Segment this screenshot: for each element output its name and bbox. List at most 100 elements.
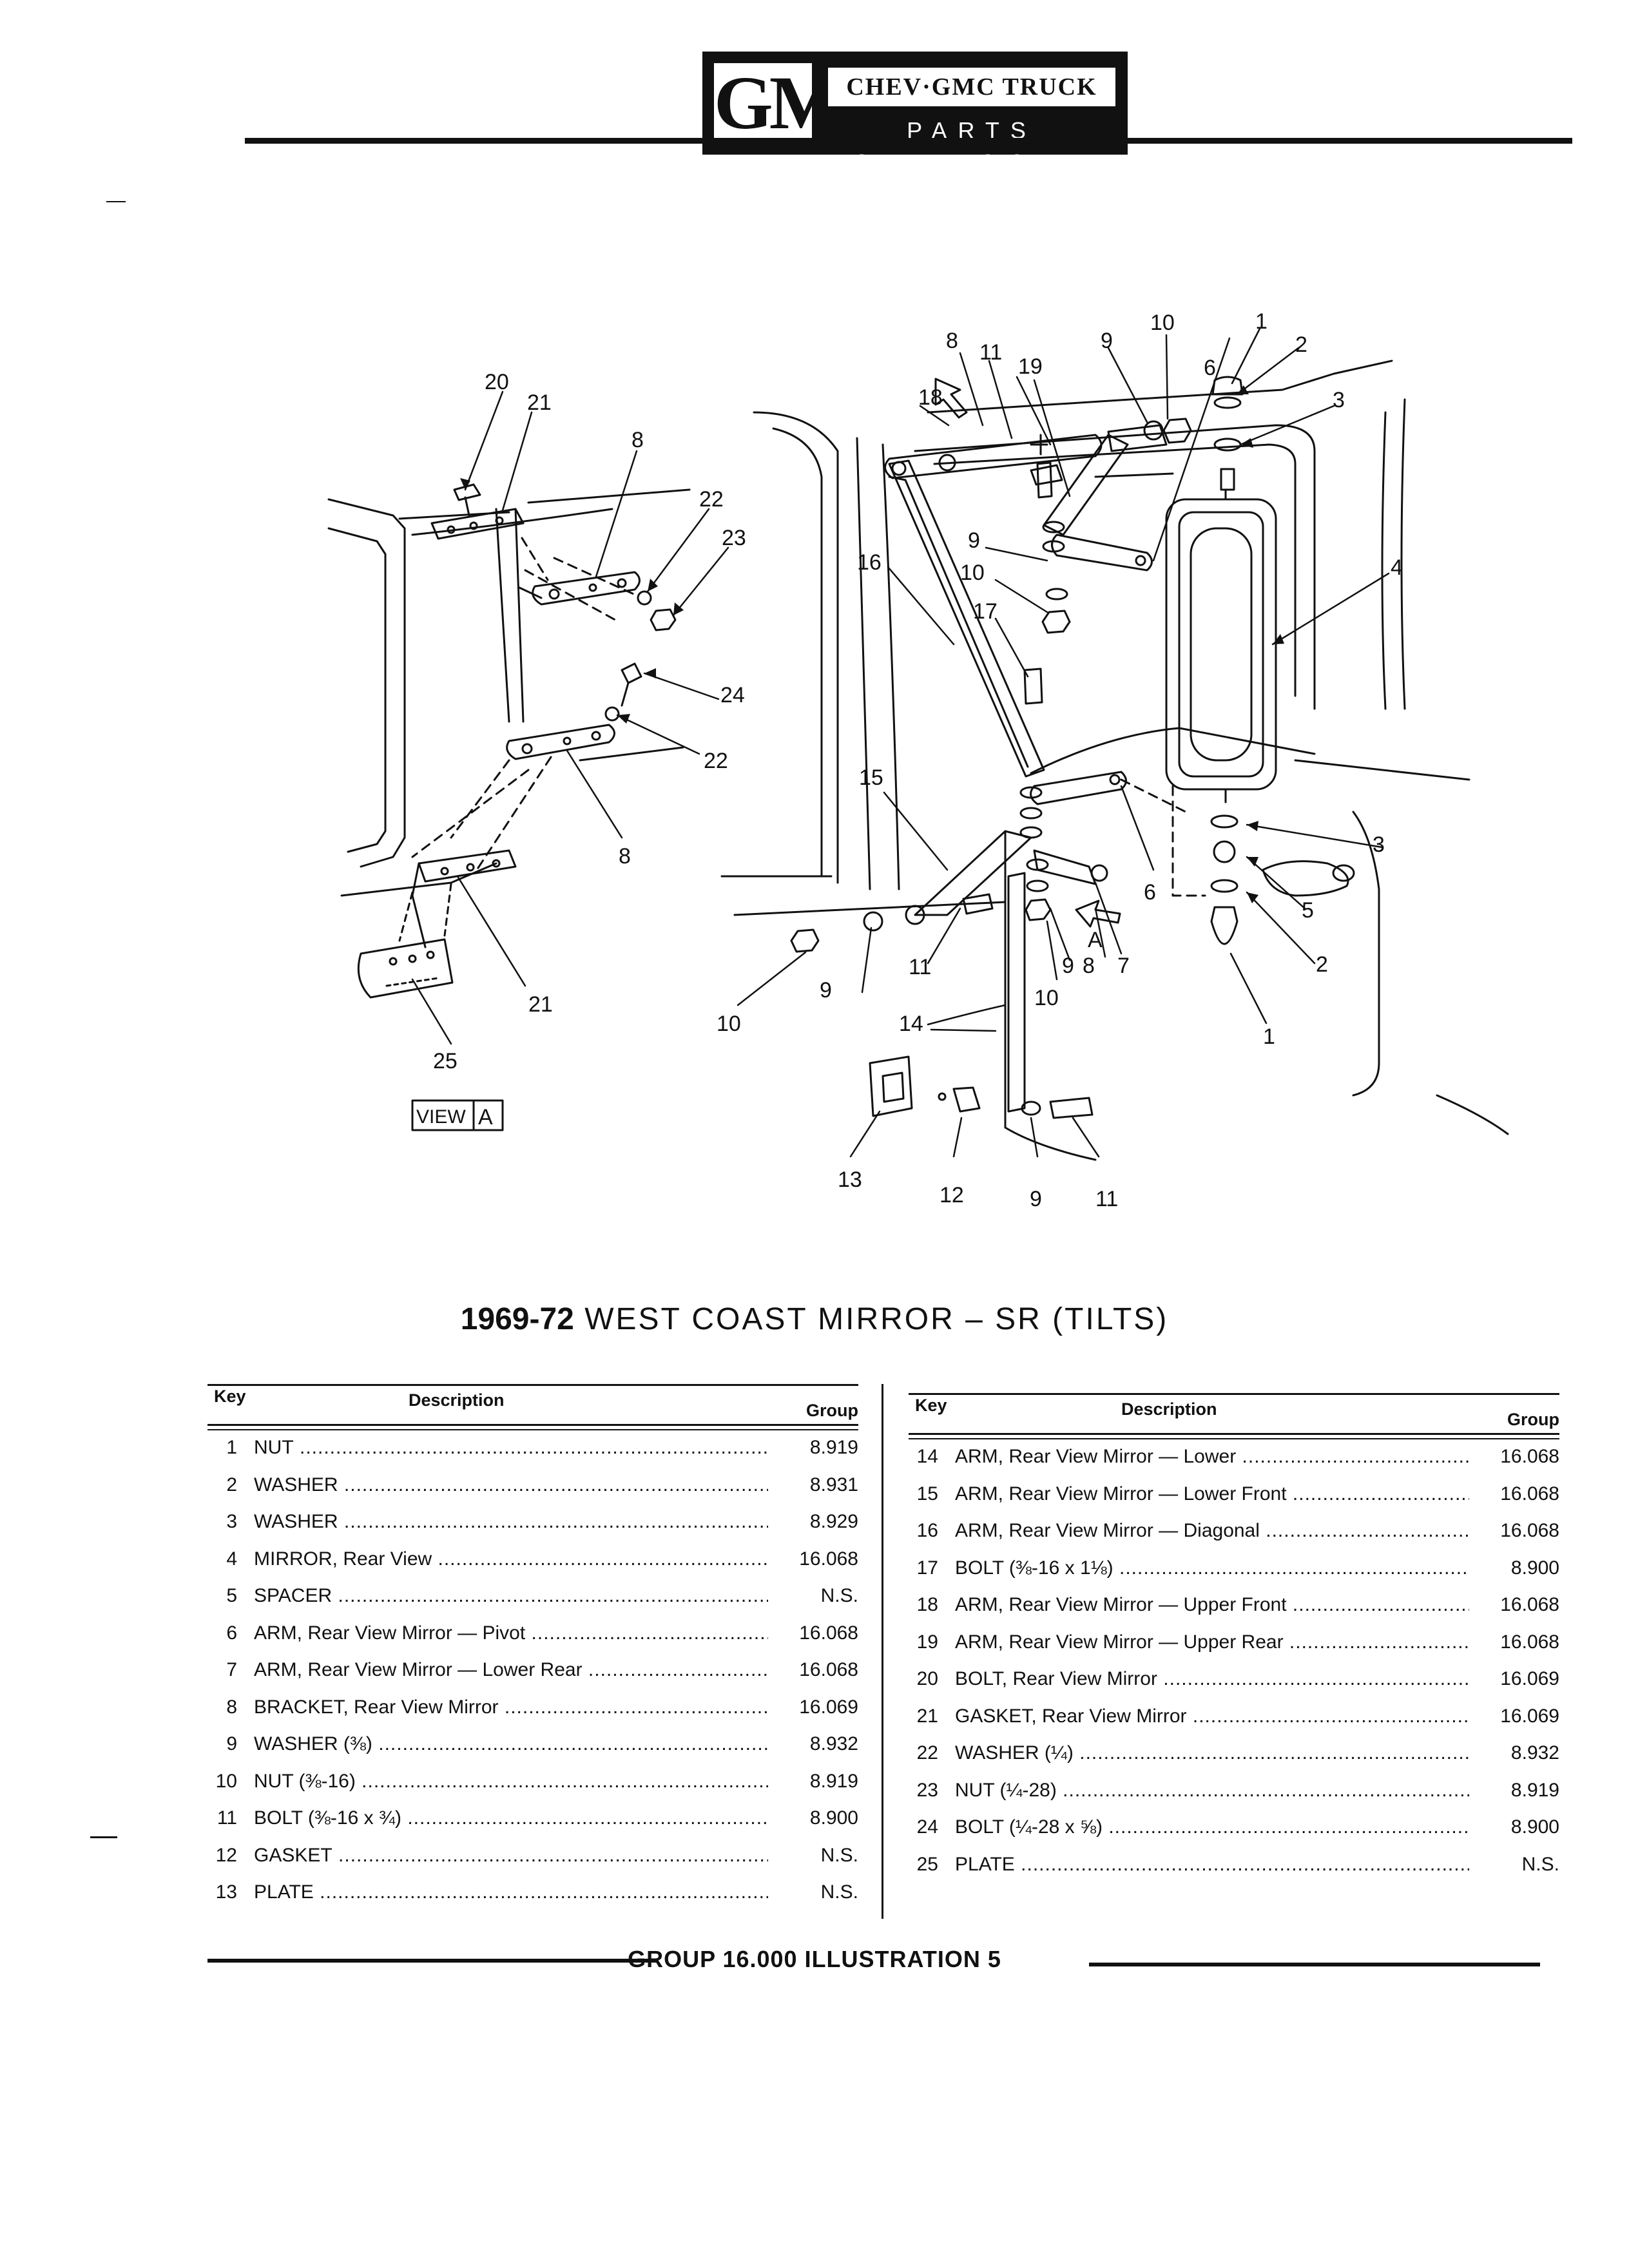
- footer-rule-right: [1089, 1963, 1540, 1966]
- svg-text:10: 10: [1150, 311, 1175, 335]
- svg-text:A: A: [1088, 928, 1103, 952]
- part-group-number: 8.919: [1482, 1779, 1559, 1802]
- part-description: ARM, Rear View Mirror — Lower Front: [955, 1483, 1469, 1505]
- part-description: BOLT, Rear View Mirror: [955, 1668, 1469, 1690]
- view-a-illustration: [327, 483, 691, 999]
- svg-text:11: 11: [1095, 1187, 1118, 1211]
- part-key: 1: [226, 1437, 237, 1458]
- svg-text:1: 1: [1255, 309, 1268, 334]
- part-key: 11: [217, 1807, 237, 1829]
- part-description: WASHER: [254, 1474, 768, 1496]
- part-group-number: 16.068: [1482, 1446, 1559, 1468]
- svg-text:6: 6: [1204, 356, 1216, 380]
- part-group-number: 8.931: [781, 1474, 858, 1496]
- svg-text:8: 8: [946, 329, 958, 353]
- part-group-number: 8.900: [1482, 1557, 1559, 1579]
- part-key: 8: [226, 1696, 237, 1718]
- part-key: 16: [916, 1520, 938, 1541]
- svg-text:3: 3: [1333, 388, 1345, 412]
- part-key: 24: [916, 1816, 938, 1838]
- part-row: 2 WASHER 8.931: [207, 1469, 858, 1506]
- part-key: 6: [226, 1622, 237, 1644]
- svg-text:11: 11: [979, 340, 1002, 365]
- part-row: 1NUT8.919: [207, 1432, 858, 1469]
- part-key: 23: [916, 1779, 938, 1801]
- svg-text:8: 8: [1083, 954, 1095, 978]
- column-divider: [882, 1384, 883, 1919]
- part-description: WASHER: [254, 1511, 768, 1533]
- part-key: 21: [916, 1705, 938, 1727]
- part-description: MIRROR, Rear View: [254, 1548, 768, 1570]
- svg-text:18: 18: [918, 385, 943, 410]
- part-key: 5: [226, 1585, 237, 1606]
- part-key: 7: [226, 1659, 237, 1680]
- table-header: Key Description Group: [915, 1396, 1559, 1429]
- svg-text:8: 8: [619, 844, 631, 869]
- part-row: 3WASHER8.929: [207, 1506, 858, 1543]
- svg-text:3: 3: [1373, 832, 1385, 857]
- part-group-number: 8.932: [781, 1733, 858, 1755]
- part-description: ARM, Rear View Mirror — Lower: [955, 1446, 1469, 1468]
- part-description: ARM, Rear View Mirror — Diagonal: [955, 1520, 1469, 1542]
- part-group-number: 16.069: [1482, 1668, 1559, 1690]
- svg-text:5: 5: [1302, 898, 1314, 923]
- part-group-number: 16.068: [1482, 1520, 1559, 1542]
- part-description: ARM, Rear View Mirror — Pivot: [254, 1622, 768, 1644]
- part-row: 6 ARM, Rear View Mirror — Pivot 16.068: [207, 1617, 858, 1655]
- part-group-number: 8.919: [781, 1437, 858, 1459]
- svg-text:6: 6: [1144, 880, 1156, 905]
- part-description: PLATE: [254, 1881, 768, 1903]
- svg-text:15: 15: [859, 765, 883, 790]
- part-key: 18: [916, 1594, 938, 1615]
- part-group-number: 16.068: [781, 1548, 858, 1570]
- svg-text:7: 7: [1117, 954, 1130, 978]
- catalogue-header: GM CHEV·GMC TRUCK PARTS CATALOGUE: [702, 52, 1128, 176]
- part-key: 2: [226, 1474, 237, 1495]
- svg-text:22: 22: [704, 749, 728, 773]
- part-description: PLATE: [955, 1854, 1469, 1876]
- parts-table-left: Key Description Group 1NUT8.9192WASHER8.…: [207, 1384, 858, 1914]
- part-description: BOLT (⅜-16 x ¾): [254, 1807, 768, 1829]
- svg-text:A: A: [478, 1105, 493, 1129]
- svg-text:17: 17: [973, 599, 998, 624]
- svg-text:10: 10: [960, 561, 985, 585]
- part-description: BOLT (⅜-16 x 1⅛): [955, 1557, 1469, 1579]
- parts-rows-left: 1NUT8.9192WASHER8.9313WASHER8.9294MIRROR…: [207, 1432, 858, 1914]
- part-row: 25PLATEN.S.: [909, 1849, 1559, 1886]
- svg-text:22: 22: [699, 487, 724, 512]
- part-group-number: N.S.: [781, 1881, 858, 1903]
- part-row: 12GASKETN.S.: [207, 1840, 858, 1877]
- svg-text:11: 11: [909, 955, 931, 979]
- part-key: 12: [215, 1844, 237, 1866]
- table-header: Key Description Group: [214, 1387, 858, 1420]
- part-description: WASHER (⅜): [254, 1733, 768, 1755]
- svg-text:VIEW: VIEW: [416, 1106, 466, 1128]
- svg-text:23: 23: [722, 526, 746, 550]
- part-description: WASHER (¼): [955, 1742, 1469, 1764]
- part-key: 10: [215, 1770, 237, 1792]
- header-rule: [245, 138, 1572, 144]
- title-text: WEST COAST MIRROR – SR (TILTS): [584, 1302, 1169, 1336]
- part-row: 5SPACERN.S.: [207, 1580, 858, 1617]
- footer-rule-left: [207, 1959, 659, 1963]
- part-key: 22: [916, 1742, 938, 1763]
- brand-line: CHEV·GMC TRUCK: [826, 66, 1117, 108]
- svg-text:10: 10: [717, 1012, 741, 1036]
- svg-text:9: 9: [820, 978, 832, 1003]
- part-key: 25: [916, 1853, 938, 1875]
- svg-text:24: 24: [720, 683, 745, 707]
- part-group-number: 16.068: [781, 1622, 858, 1644]
- svg-text:2: 2: [1316, 952, 1328, 977]
- svg-text:2: 2: [1295, 332, 1307, 357]
- svg-text:10: 10: [1034, 986, 1059, 1010]
- svg-text:9: 9: [1030, 1187, 1042, 1211]
